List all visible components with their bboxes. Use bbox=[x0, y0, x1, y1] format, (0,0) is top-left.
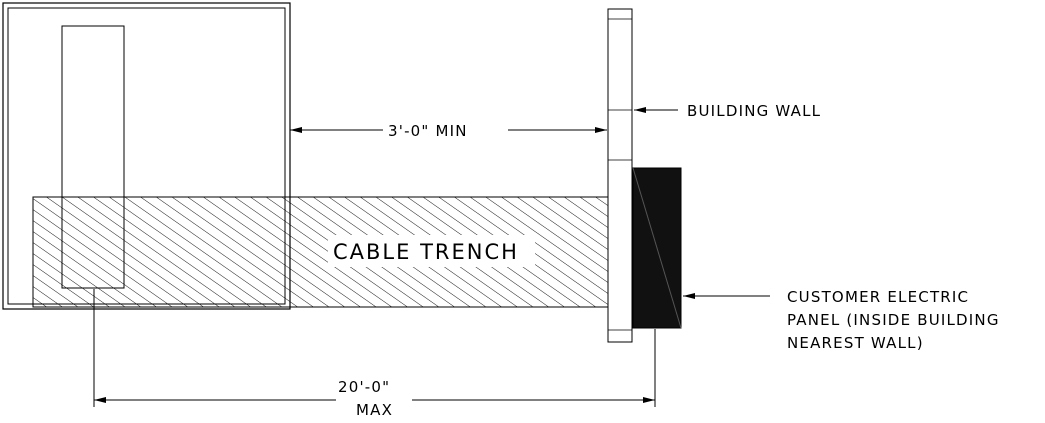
max-distance-value: 20'-0" bbox=[338, 378, 390, 396]
customer-electric-panel bbox=[632, 167, 682, 329]
building-wall-label: BUILDING WALL bbox=[687, 102, 821, 120]
panel-label-line2: PANEL (INSIDE BUILDING bbox=[787, 311, 1000, 329]
min-clearance-label: 3'-0" MIN bbox=[388, 122, 468, 140]
panel-label-line3: NEAREST WALL) bbox=[787, 334, 924, 352]
transformer-body bbox=[61, 25, 125, 289]
cable-trench-label: CABLE TRENCH bbox=[333, 240, 519, 264]
max-distance-unit: MAX bbox=[356, 401, 393, 419]
building-wall bbox=[607, 8, 633, 343]
panel-label-line1: CUSTOMER ELECTRIC bbox=[787, 288, 969, 306]
cable-trench-label-bg bbox=[328, 235, 535, 267]
max-distance-dimension bbox=[93, 289, 656, 407]
